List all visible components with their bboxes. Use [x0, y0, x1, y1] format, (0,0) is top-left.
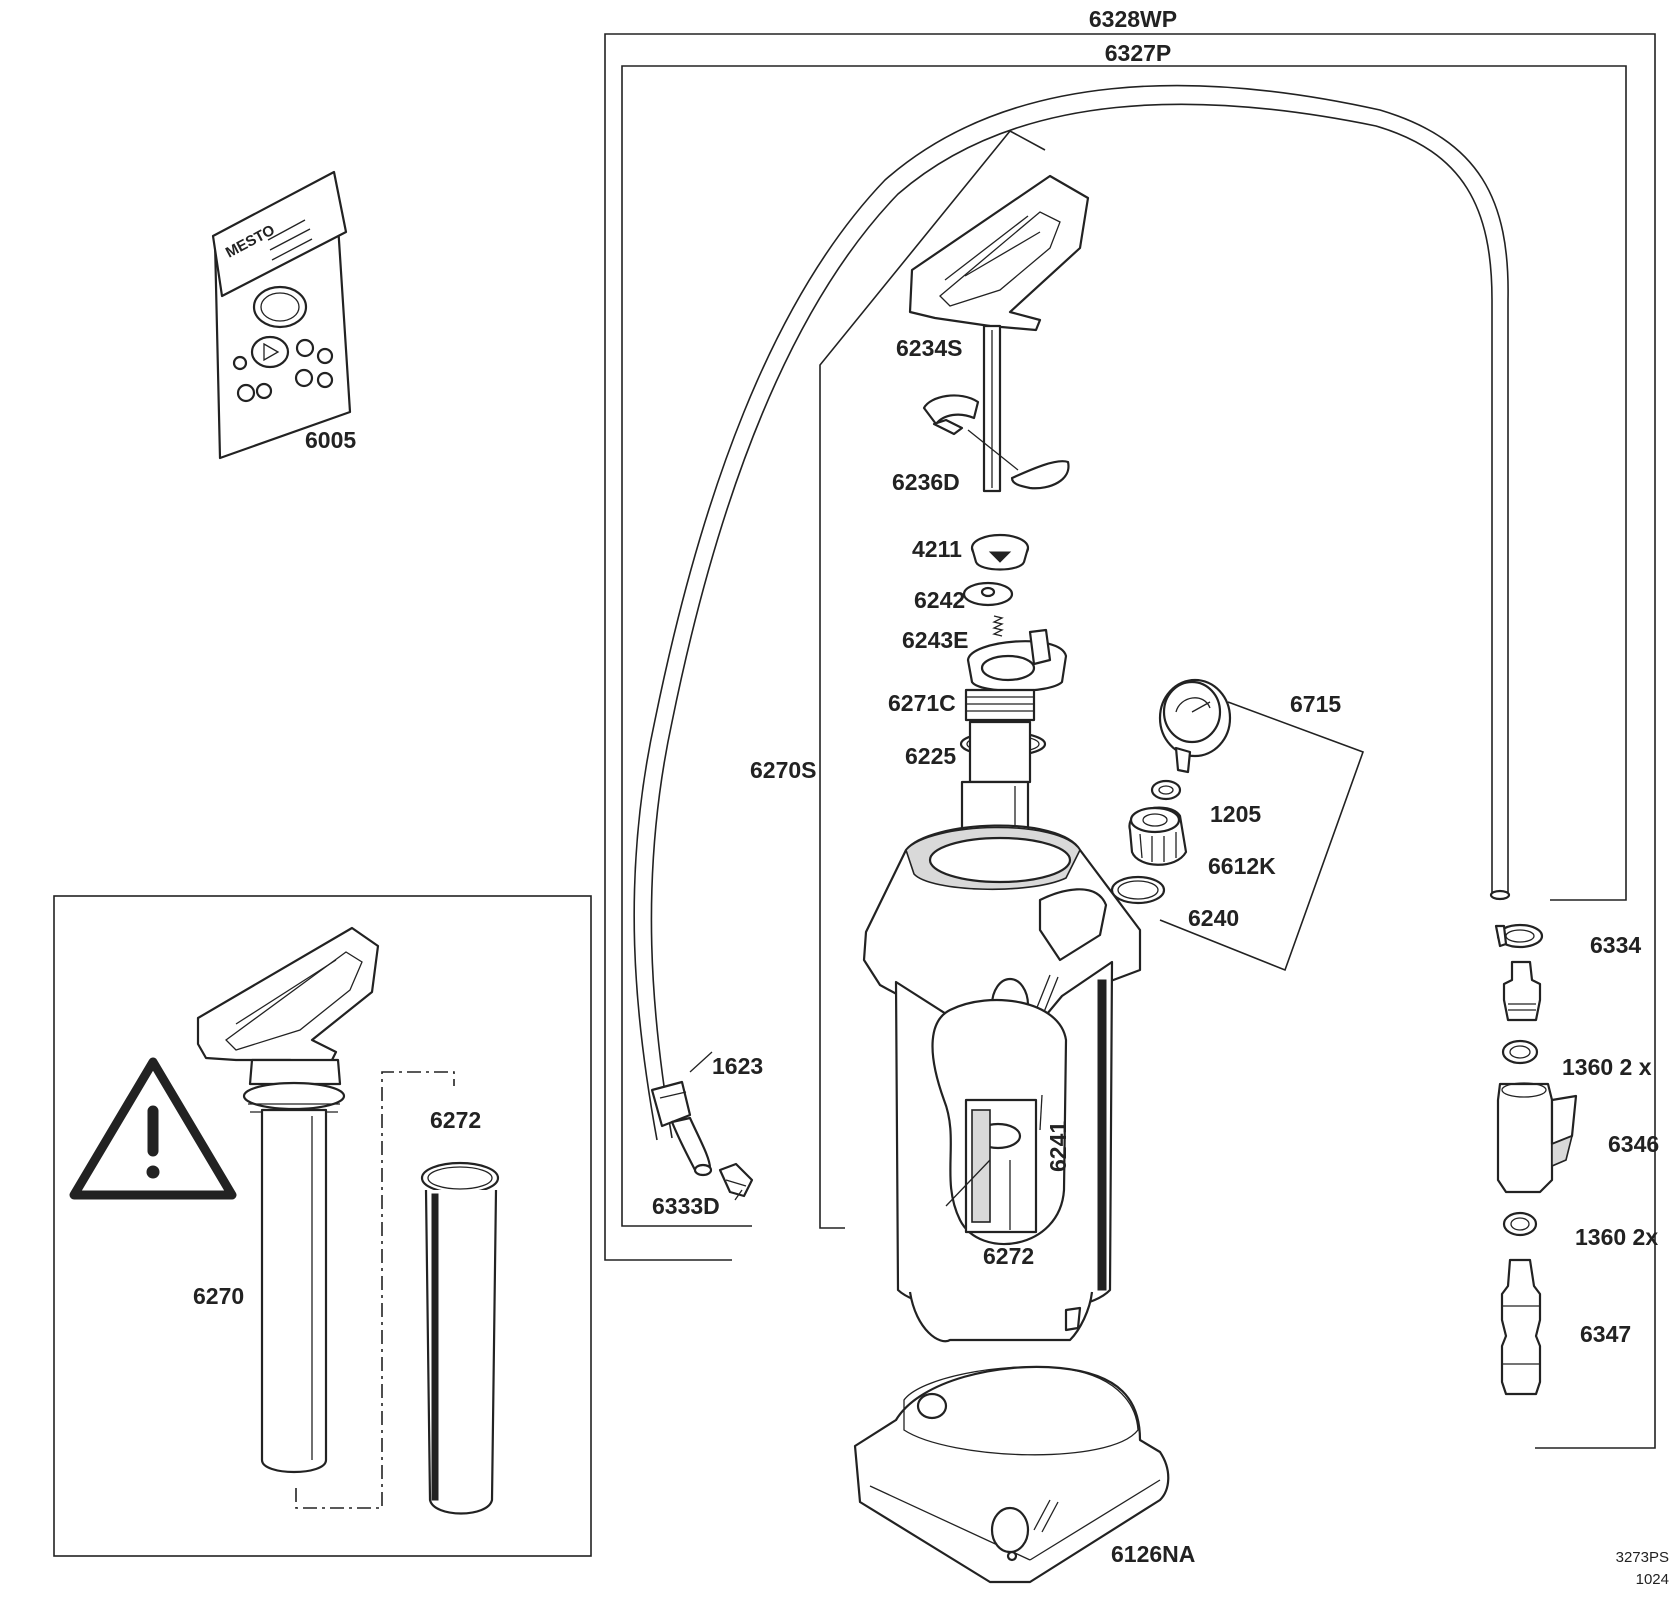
label-6126na: 6126NA [1111, 1541, 1195, 1567]
nozzle-6333d [718, 1162, 754, 1198]
drawing-code-line1: 3273PS [1616, 1549, 1669, 1566]
label-6243e: 6243E [902, 627, 969, 653]
label-6333d: 6333D [652, 1193, 720, 1219]
valve-6346 [1496, 1082, 1578, 1194]
kit-6327p-bracket [621, 65, 1627, 1227]
nut-6612k [1128, 806, 1188, 866]
label-inset-6272: 6272 [430, 1107, 481, 1133]
label-1360-bottom: 1360 2x [1575, 1224, 1658, 1250]
label-1205: 1205 [1210, 801, 1261, 827]
label-6234s: 6234S [896, 335, 963, 361]
label-6270s: 6270S [750, 757, 817, 783]
spring-6243e [992, 615, 1004, 637]
seal-1205 [1150, 779, 1182, 801]
label-6271c: 6271C [888, 690, 956, 716]
label-6272: 6272 [983, 1243, 1034, 1269]
label-6715: 6715 [1290, 691, 1341, 717]
inset-cylinder-6272 [295, 1071, 500, 1515]
inset-pump-6270 [196, 926, 380, 1474]
label-6327p: 6327P [1105, 40, 1172, 66]
label-6240: 6240 [1188, 905, 1239, 931]
label-6005: 6005 [305, 427, 356, 453]
inset-panel [53, 895, 592, 1557]
pump-handle-6234s [908, 174, 1090, 493]
kit-6328wp-bracket [604, 33, 1656, 1449]
label-6242: 6242 [914, 587, 965, 613]
label-6334: 6334 [1590, 932, 1641, 958]
label-1623: 1623 [712, 1053, 763, 1079]
seal-kit-6005: MESTO [211, 170, 352, 460]
washer-1360-bottom [1502, 1211, 1538, 1237]
gauge-6715 [1158, 678, 1232, 774]
label-4211: 4211 [912, 536, 962, 562]
hose-nut-1623 [650, 1080, 713, 1177]
base-stand-6126na [853, 1365, 1170, 1584]
seal-4211 [970, 533, 1030, 571]
clamp-6334 [1494, 923, 1544, 949]
warning-icon [69, 1057, 237, 1200]
hose-connector [1502, 960, 1542, 1022]
cylinder-head-6271c [964, 628, 1068, 722]
connector-6347 [1500, 1258, 1542, 1396]
drawing-code: 3273PS 1024 [1616, 1549, 1669, 1588]
oring-6240 [1110, 875, 1166, 905]
label-6241: 6241 [1045, 1121, 1071, 1172]
label-6225: 6225 [905, 743, 956, 769]
label-6612k: 6612K [1208, 853, 1276, 879]
label-6236d: 6236D [892, 469, 960, 495]
leader-lines [689, 1009, 1103, 1207]
label-1360-top: 1360 2 x [1562, 1054, 1652, 1080]
gauge-6715-bracket [1159, 701, 1365, 972]
disc-6242 [962, 581, 1014, 607]
label-6347: 6347 [1580, 1321, 1631, 1347]
label-6328wp: 6328WP [1089, 6, 1177, 32]
label-6346: 6346 [1608, 1131, 1659, 1157]
label-6270: 6270 [193, 1283, 244, 1309]
drawing-code-line2: 1024 [1636, 1571, 1669, 1588]
clips-6236d [922, 394, 1070, 490]
tank-body [862, 824, 1142, 1343]
hose [633, 84, 1511, 1141]
part-labels: 6328WP 6327P 6005 6234S 6236D 4211 6242 … [193, 6, 1659, 1567]
pump-6270s-bracket [819, 129, 1046, 1229]
washer-1360-top [1501, 1039, 1539, 1065]
